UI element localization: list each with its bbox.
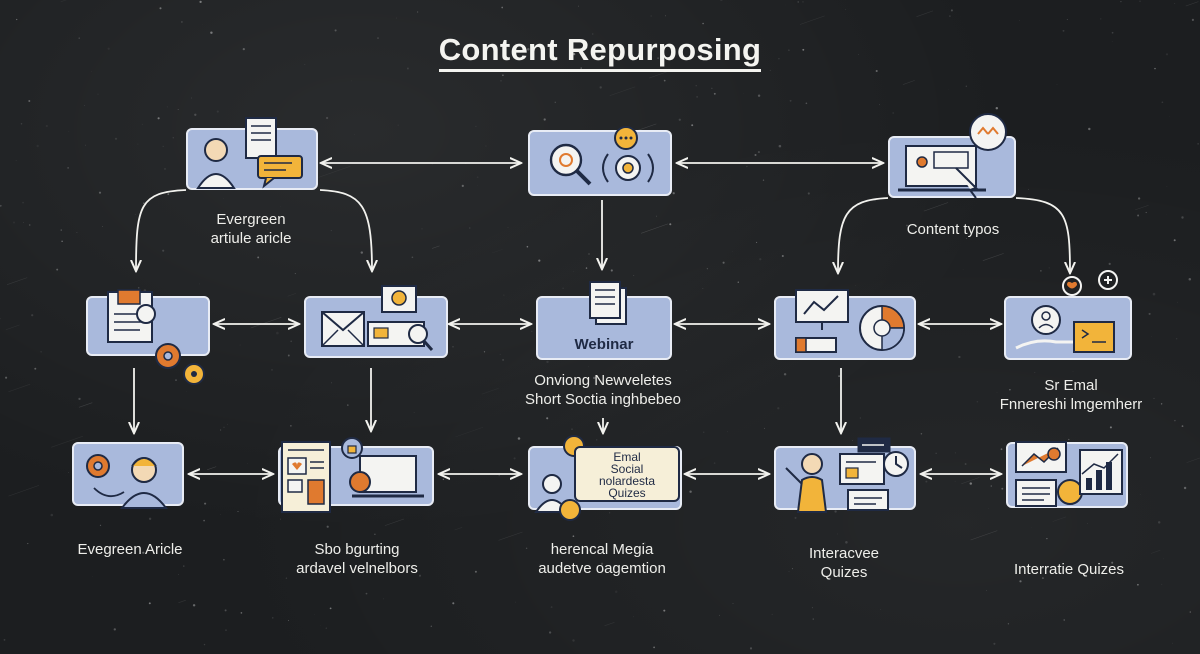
label-evergreen-article-line2: artiule aricle [210, 230, 292, 247]
node-interactive[interactable] [774, 437, 916, 513]
label-social-media-line1: herencal Megia [550, 541, 654, 558]
diagram-title: Content Repurposing [0, 32, 1200, 72]
label-content-types-line1: Content typos [906, 221, 1000, 238]
quiz-chart-icon [1015, 441, 1123, 507]
label-email-right-line1: Sr Emal [1044, 377, 1098, 394]
email-social-card[interactable]: Emal Social nolardesta Quizes [574, 446, 680, 502]
magnifier-sound-icon [549, 126, 654, 186]
label-interactive-mid: Interacvee Quizes [774, 544, 914, 582]
label-storytelling-line2: ardavel velnelbors [296, 560, 418, 577]
link-evergreen-left [136, 189, 187, 270]
label-evergreen-bottom: Evegreen Aricle [50, 540, 210, 559]
label-content-types: Content typos [868, 220, 1038, 239]
node-quizzes[interactable] [1006, 441, 1128, 508]
person-document-icon [196, 117, 303, 189]
label-webinar-caption-line1: Onviong Newveletes [534, 372, 672, 389]
label-storytelling-line1: Sbo bgurting [314, 541, 400, 558]
node-analysis[interactable] [528, 126, 672, 196]
link-content-left [838, 197, 889, 272]
label-storytelling: Sbo bgurting ardavel velnelbors [272, 540, 442, 578]
envelope-search-icon [321, 285, 434, 351]
node-checklist-gears[interactable] [86, 289, 210, 385]
node-person-gear[interactable] [72, 442, 184, 509]
presenter-screen-icon [785, 437, 909, 513]
card-line-1: Emal [613, 450, 641, 464]
hand-profile-icon [1015, 270, 1118, 353]
laptop-pointer-icon [898, 113, 1007, 199]
label-interactive-right: Interratie Quizes [984, 560, 1154, 579]
gear-person-icon [86, 454, 168, 509]
article-laptop-icon [281, 437, 424, 513]
node-content-types[interactable] [888, 113, 1016, 199]
label-interactive-mid-line2: Quizes [820, 564, 868, 581]
link-evergreen-right [319, 189, 372, 270]
link-content-right [1015, 197, 1070, 272]
label-interactive-mid-line1: Interacvee [808, 545, 880, 562]
document-stack-icon [589, 281, 627, 325]
node-evergreen-article[interactable] [186, 117, 318, 190]
label-interactive-right-line1: Interratie Quizes [1013, 561, 1125, 578]
label-email-right-line2: Fnnereshi lmgemherr [999, 396, 1143, 413]
label-social-media-line2: audetve oagemtion [538, 560, 666, 577]
monitor-chart-icon [795, 289, 905, 353]
label-webinar-caption: Onviong Newveletes Short Soctia inghbebe… [500, 371, 706, 409]
card-line-2: Social [610, 462, 644, 476]
label-evergreen-article-line1: Evergreen [216, 211, 286, 228]
webinar-label: Webinar [574, 336, 634, 353]
label-social-media: herencal Megia audetve oagemtion [514, 540, 690, 578]
label-email-right: Sr Emal Fnnereshi lmgemherr [976, 376, 1166, 414]
document-gears-icon [107, 289, 205, 385]
label-evergreen-article: Evergreen artiule aricle [176, 210, 326, 248]
card-line-3: nolardesta [598, 474, 656, 488]
card-line-4: Quizes [608, 486, 646, 500]
node-analytics[interactable] [774, 289, 916, 360]
node-engagement[interactable] [1004, 270, 1132, 360]
label-webinar-caption-line2: Short Soctia inghbebeo [525, 391, 681, 408]
label-evergreen-bottom-line1: Evegreen Aricle [77, 541, 183, 558]
node-newsletter[interactable] [304, 285, 448, 358]
node-storytelling[interactable] [278, 437, 434, 513]
node-webinar[interactable]: Webinar [536, 281, 672, 360]
